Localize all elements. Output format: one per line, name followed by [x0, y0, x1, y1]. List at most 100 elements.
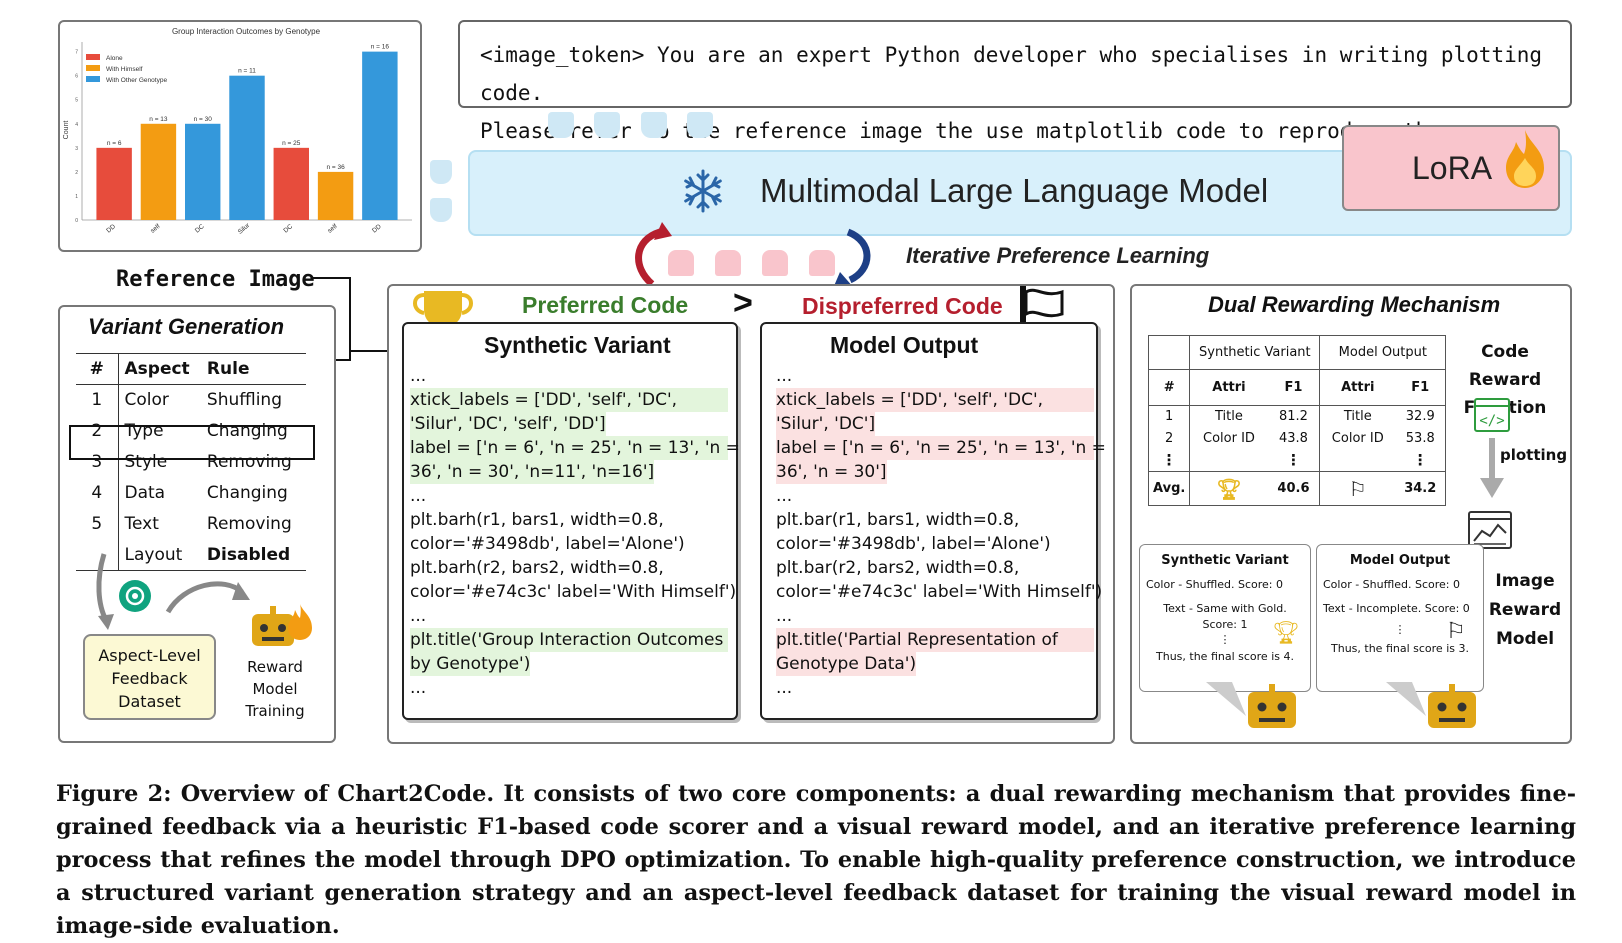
label-line: Model [252, 680, 298, 698]
col-header: Attri [1341, 380, 1375, 395]
cell: 1 [76, 384, 119, 416]
synthetic-variant-title: Synthetic Variant [484, 332, 671, 358]
preference-token [762, 250, 788, 276]
x-tick-label: self [149, 223, 161, 235]
cell: Color ID [1203, 431, 1255, 446]
preferred-code-label: Preferred Code [522, 292, 689, 318]
code-line: ... [776, 678, 793, 698]
cell: Changing [206, 483, 288, 503]
label-line: Aspect-Level [98, 646, 201, 665]
card-line: ⋮ [1219, 633, 1231, 646]
table-row-average: Avg. 🏆︎ 40.6 ⚐ 34.2 [1148, 471, 1446, 506]
card-line: Score: 1 [1202, 618, 1248, 631]
cell [1148, 335, 1191, 370]
bar [362, 51, 398, 221]
code-line: plt.barh(r2, bars2, width=0.8, [410, 558, 664, 578]
cell: Color [124, 390, 169, 411]
cell: 81.2 [1267, 405, 1321, 428]
cell: ⋮ [1267, 449, 1321, 472]
label-line: Training [245, 702, 305, 720]
bar-data-label: n = 13 [149, 116, 168, 123]
col-header: Attri [1212, 380, 1246, 395]
prompt-line-1: <image_token> You are an expert Python d… [480, 43, 1543, 105]
card-line: Thus, the final score is 4. [1156, 650, 1294, 663]
label-line: Code Reward [1468, 342, 1542, 390]
code-line: label = ['n = 6', 'n = 25', 'n = 13', 'n… [410, 436, 740, 460]
chart-icon [1468, 511, 1512, 549]
bar [273, 147, 309, 220]
bar-data-label: n = 6 [107, 140, 122, 147]
trophy-icon: 🏆︎ [1216, 476, 1242, 501]
synthetic-variant-score-card: Synthetic Variant Color - Shuffled. Scor… [1139, 544, 1311, 692]
x-tick-label: DC [282, 223, 294, 235]
y-tick-label: 4 [75, 122, 78, 128]
table-header-row: Synthetic Variant Model Output [1148, 335, 1446, 370]
code-line: ... [776, 606, 793, 626]
y-tick-label: 0 [75, 218, 78, 224]
bar [96, 147, 132, 220]
col-header: Aspect [118, 353, 201, 385]
card-line: Text - Incomplete. Score: 0 [1323, 602, 1470, 615]
cell: Color ID [1331, 431, 1384, 446]
cell: Title [1343, 409, 1372, 425]
trophy-icon: 🏆︎ [1272, 620, 1300, 645]
bar-data-label: n = 36 [326, 164, 345, 171]
iterative-preference-learning-label: Iterative Preference Learning [906, 243, 1210, 268]
bar-data-label: n = 25 [282, 140, 301, 147]
robot-icon [1206, 682, 1296, 728]
code-line: ... [776, 366, 793, 386]
cell: 4 [76, 477, 119, 509]
code-line: 'Silur', 'DC', 'self', 'DD'] [410, 412, 606, 436]
image-token [548, 112, 574, 138]
cell: Disabled [200, 539, 306, 571]
cell: 1 [1148, 405, 1191, 428]
bar [229, 75, 265, 220]
image-token [430, 160, 452, 184]
svg-text:</>: </> [1479, 413, 1504, 429]
code-line: plt.bar(r1, bars1, width=0.8, [776, 510, 1020, 530]
code-line: ... [410, 678, 427, 698]
card-line: Thus, the final score is 3. [1331, 642, 1469, 655]
cell: Data [124, 483, 166, 503]
bar [317, 171, 354, 220]
code-line: color='#3498db', label='Alone') [410, 534, 685, 554]
cell [1190, 450, 1268, 472]
image-token [430, 198, 452, 222]
code-line: xtick_labels = ['DD', 'self', 'DC', [410, 388, 728, 412]
card-line: ⋮ [1394, 623, 1406, 636]
image-reward-model-label: Image Reward Model [1480, 567, 1570, 654]
flag-icon: ⚐ [1348, 476, 1367, 501]
col-group-header: Synthetic Variant [1189, 335, 1321, 370]
code-line: color='#e74c3c' label='With Himself') [410, 582, 737, 602]
f1-score-table: Synthetic Variant Model Output # Attri F… [1148, 335, 1447, 506]
legend-label: With Himself [106, 66, 143, 73]
iterative-loop-arrows [635, 222, 871, 288]
legend-label: With Other Genotype [106, 77, 167, 84]
reference-image-label: Reference Image [116, 267, 315, 292]
code-line: 36', 'n = 30', 'n=11', 'n=16'] [410, 460, 655, 484]
code-line: plt.title('Group Interaction Outcomes [410, 628, 728, 652]
card-line: Color - Shuffled. Score: 0 [1323, 578, 1460, 591]
mllm-title: Multimodal Large Language Model [760, 172, 1269, 209]
legend-swatch [86, 76, 100, 82]
bar [185, 123, 221, 220]
code-line: ... [410, 486, 427, 506]
model-output-code: ... xtick_labels = ['DD', 'self', 'DC', … [776, 364, 1106, 700]
model-output-title: Model Output [830, 332, 979, 358]
cell: 2 [1148, 427, 1191, 450]
label-line: Reward [247, 658, 303, 676]
x-tick-label: DD [105, 223, 117, 235]
cell [76, 539, 119, 571]
label-line: Dataset [118, 692, 181, 711]
cell: 2 [76, 415, 119, 447]
snowflake-icon [684, 169, 722, 213]
bar-data-label: n = 16 [371, 44, 390, 51]
y-tick-label: 3 [75, 146, 78, 152]
table-row: 2 Color ID 43.8 Color ID 53.8 [1148, 427, 1446, 450]
code-line: ... [776, 486, 793, 506]
preference-token [809, 250, 835, 276]
legend-label: Alone [106, 55, 123, 62]
cell: ⋮ [1412, 451, 1428, 470]
